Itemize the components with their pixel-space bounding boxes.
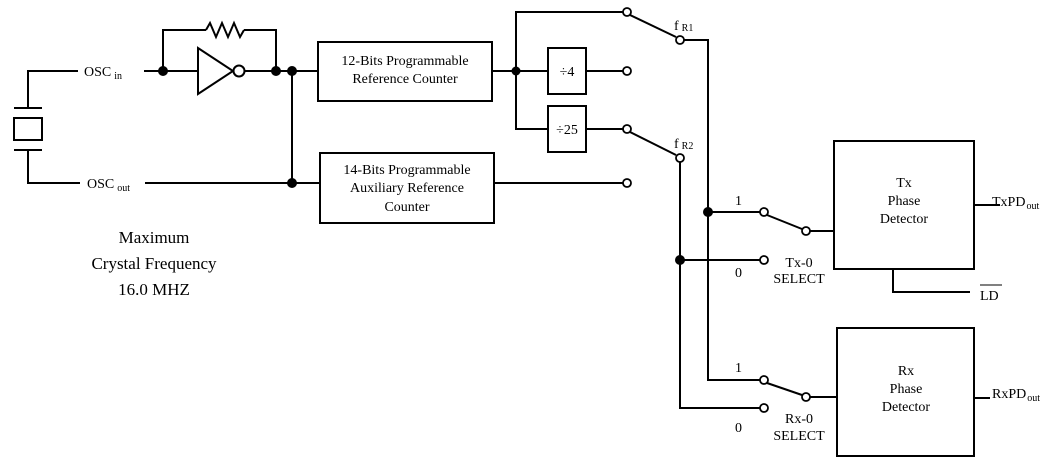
tx-select-1-label: 1 [735, 194, 742, 209]
divide-by-4-block: ÷4 [547, 47, 587, 95]
svg-text:Phase: Phase [890, 382, 923, 397]
tx-select-0-label: 0 [735, 266, 742, 281]
svg-text:Auxiliary Reference: Auxiliary Reference [350, 181, 464, 196]
rx-select-switch [759, 375, 837, 413]
inverter-feedback [144, 20, 318, 96]
rx-select-name-line2: SELECT [773, 429, 825, 444]
rx-select-name-line1: Rx-0 [785, 412, 813, 427]
svg-text:Detector: Detector [882, 400, 931, 415]
svg-text:Rx: Rx [898, 364, 914, 379]
tx-select-switch [759, 207, 834, 265]
fr2-switch [622, 124, 760, 409]
divide-by-25-block: ÷25 [547, 105, 587, 153]
rx-phase-detector-block: Rx Phase Detector [836, 327, 975, 457]
rx-select-0-label: 0 [735, 421, 742, 436]
svg-text:14-Bits Programmable: 14-Bits Programmable [343, 163, 470, 178]
inverter-symbol [197, 46, 235, 96]
svg-text:Tx: Tx [896, 176, 912, 191]
svg-text:LD: LD [980, 289, 999, 304]
tx-select-name-line1: Tx-0 [785, 256, 812, 271]
auxiliary-counter-block: 14-Bits Programmable Auxiliary Reference… [319, 152, 495, 224]
rxpd-out-label: RxPDout [992, 387, 1040, 404]
ld-output-label: LD [980, 284, 1002, 304]
reference-counter-block: 12-Bits Programmable Reference Counter [317, 41, 493, 102]
crystal-frequency-note: Maximum Crystal Frequency 16.0 MHZ [91, 228, 217, 299]
svg-text:÷4: ÷4 [560, 65, 575, 80]
svg-text:Detector: Detector [880, 212, 929, 227]
svg-text:Maximum: Maximum [119, 228, 190, 247]
svg-text:16.0 MHZ: 16.0 MHZ [118, 280, 190, 299]
tx-select-name-line2: SELECT [773, 272, 825, 287]
svg-text:12-Bits Programmable: 12-Bits Programmable [341, 54, 468, 69]
svg-text:Crystal Frequency: Crystal Frequency [91, 254, 217, 273]
div4-output-terminal [622, 66, 632, 76]
svg-text:Counter: Counter [384, 200, 429, 215]
svg-text:Phase: Phase [888, 194, 921, 209]
rx-select-1-label: 1 [735, 361, 742, 376]
aux-output-terminal [622, 178, 632, 188]
txpd-out-label: TxPDout [992, 195, 1039, 212]
crystal-symbol [13, 70, 80, 184]
tx-phase-detector-block: Tx Phase Detector [833, 140, 975, 270]
svg-text:Reference Counter: Reference Counter [352, 72, 458, 87]
svg-text:÷25: ÷25 [556, 123, 578, 138]
